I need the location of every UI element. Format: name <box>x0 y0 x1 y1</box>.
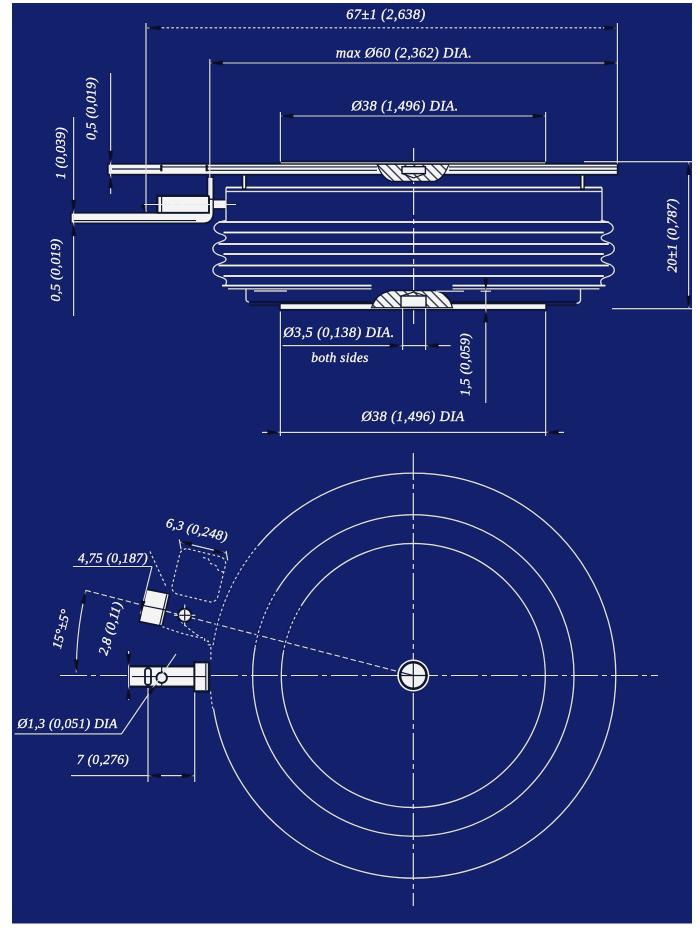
bellows-left <box>212 219 228 286</box>
arrowhead <box>425 343 439 348</box>
blueprint-sheet <box>12 3 692 924</box>
gate-axis-centerline <box>85 589 414 677</box>
gate-hole <box>174 604 196 627</box>
dim-connector-length: 4,75 (0,187) <box>78 551 148 566</box>
phantom-line <box>212 544 259 646</box>
outer-circle <box>212 472 617 879</box>
arrowhead <box>280 113 294 119</box>
white-part <box>107 163 619 176</box>
anode-pole-section <box>370 290 454 309</box>
flange-tick-2 <box>205 164 208 172</box>
side-view: 67±1 (2,638) max Ø60 (2,362) DIA. Ø38 (1… <box>48 7 692 436</box>
dim-gate-wire-dia: Ø1,3 (0,051) DIA <box>16 716 117 731</box>
arrowhead <box>126 653 131 667</box>
flange-tab-right <box>580 174 585 190</box>
flange-tick-1 <box>160 164 163 172</box>
arrowhead <box>483 278 488 292</box>
dim-pole-face-dia-bottom: Ø38 (1,496) DIA <box>360 409 464 425</box>
cathode-hole-cone <box>401 173 426 179</box>
dimension-line <box>121 653 177 735</box>
arrowhead <box>267 430 281 435</box>
dim-crimp-length: 7 (0,276) <box>77 752 129 767</box>
arrowhead <box>483 309 488 323</box>
center-hole-plan <box>397 659 430 692</box>
gate-housing-outline <box>149 551 225 709</box>
dim-overall-height: 20±1 (0,787) <box>665 198 680 272</box>
arrowhead <box>209 60 223 66</box>
arrowhead <box>74 659 79 673</box>
dim-lead-thickness: 1 (0,039) <box>53 127 68 179</box>
dimension-line <box>225 550 229 561</box>
phantom-line <box>171 548 227 603</box>
hidden-arcs <box>211 544 303 653</box>
detail-line <box>158 594 168 626</box>
dim-center-hole-dia: Ø3,5 (0,138) DIA. <box>282 325 394 341</box>
side-view-labels: 67±1 (2,638) max Ø60 (2,362) DIA. Ø38 (1… <box>48 7 680 425</box>
anode-center-hole <box>400 295 427 309</box>
ext-arrow <box>141 204 146 213</box>
note-both-sides: both sides <box>311 350 368 365</box>
detail-line <box>400 671 414 677</box>
arrowhead <box>80 591 86 605</box>
arrowhead <box>604 25 618 30</box>
detail-line <box>142 604 166 611</box>
arrowhead <box>126 686 131 700</box>
gate-pin <box>206 176 214 200</box>
phantom-line <box>282 605 302 653</box>
arrowhead <box>532 113 546 119</box>
gate-connector <box>138 588 171 627</box>
middle-circle <box>251 514 575 837</box>
dimension-line <box>178 539 182 550</box>
cathode-pole-section <box>376 163 450 182</box>
cathode-center-hole <box>401 165 427 175</box>
gate-wire-hole <box>155 671 168 684</box>
arrowhead <box>545 430 559 435</box>
phantom-line <box>254 590 278 648</box>
dim-foil-thickness: 0,5 (0,019) <box>48 238 63 301</box>
dim-flange-thickness: 0,5 (0,019) <box>84 77 99 140</box>
dim-pole-protrusion: 1,5 (0,059) <box>458 333 473 396</box>
flange-tab-left <box>241 174 247 190</box>
dim-max-body-dia: max Ø60 (2,362) DIA. <box>336 46 472 62</box>
arrowhead <box>147 25 161 30</box>
phantom-line <box>149 551 167 588</box>
plan-view-dimensions <box>14 539 229 782</box>
arrowhead <box>71 199 76 213</box>
phantom-line <box>161 625 212 662</box>
dim-pole-face-dia-top: Ø38 (1,496) DIA. <box>350 99 458 115</box>
arrowhead <box>108 150 113 164</box>
lead-tube-assembly <box>128 661 210 693</box>
phantom-line <box>210 691 214 709</box>
plate-step-left <box>245 289 250 303</box>
arrowhead <box>686 295 691 309</box>
side-view-dimensions <box>71 23 692 436</box>
plate-step-right <box>576 289 582 304</box>
arrowhead <box>389 343 403 348</box>
arrowhead <box>71 223 76 237</box>
flange-circles <box>212 472 617 879</box>
arrowhead <box>604 60 618 66</box>
inner-circle <box>280 542 546 809</box>
arrowhead <box>148 773 161 778</box>
arrowhead <box>108 175 113 189</box>
gate-connector-phantom <box>171 548 227 603</box>
arrowhead <box>213 548 227 554</box>
arrowhead <box>140 600 146 614</box>
arrowhead <box>179 541 193 547</box>
dim-overall-width: 67±1 (2,638) <box>346 7 425 23</box>
phantom-line <box>202 556 225 574</box>
arrowhead <box>686 162 691 175</box>
ceramic-body <box>212 186 615 304</box>
anode-hole-cone <box>400 291 427 297</box>
phantom-line <box>180 621 201 637</box>
arrowhead <box>181 773 195 778</box>
bellows-right <box>600 219 615 286</box>
arrowhead <box>146 683 158 695</box>
